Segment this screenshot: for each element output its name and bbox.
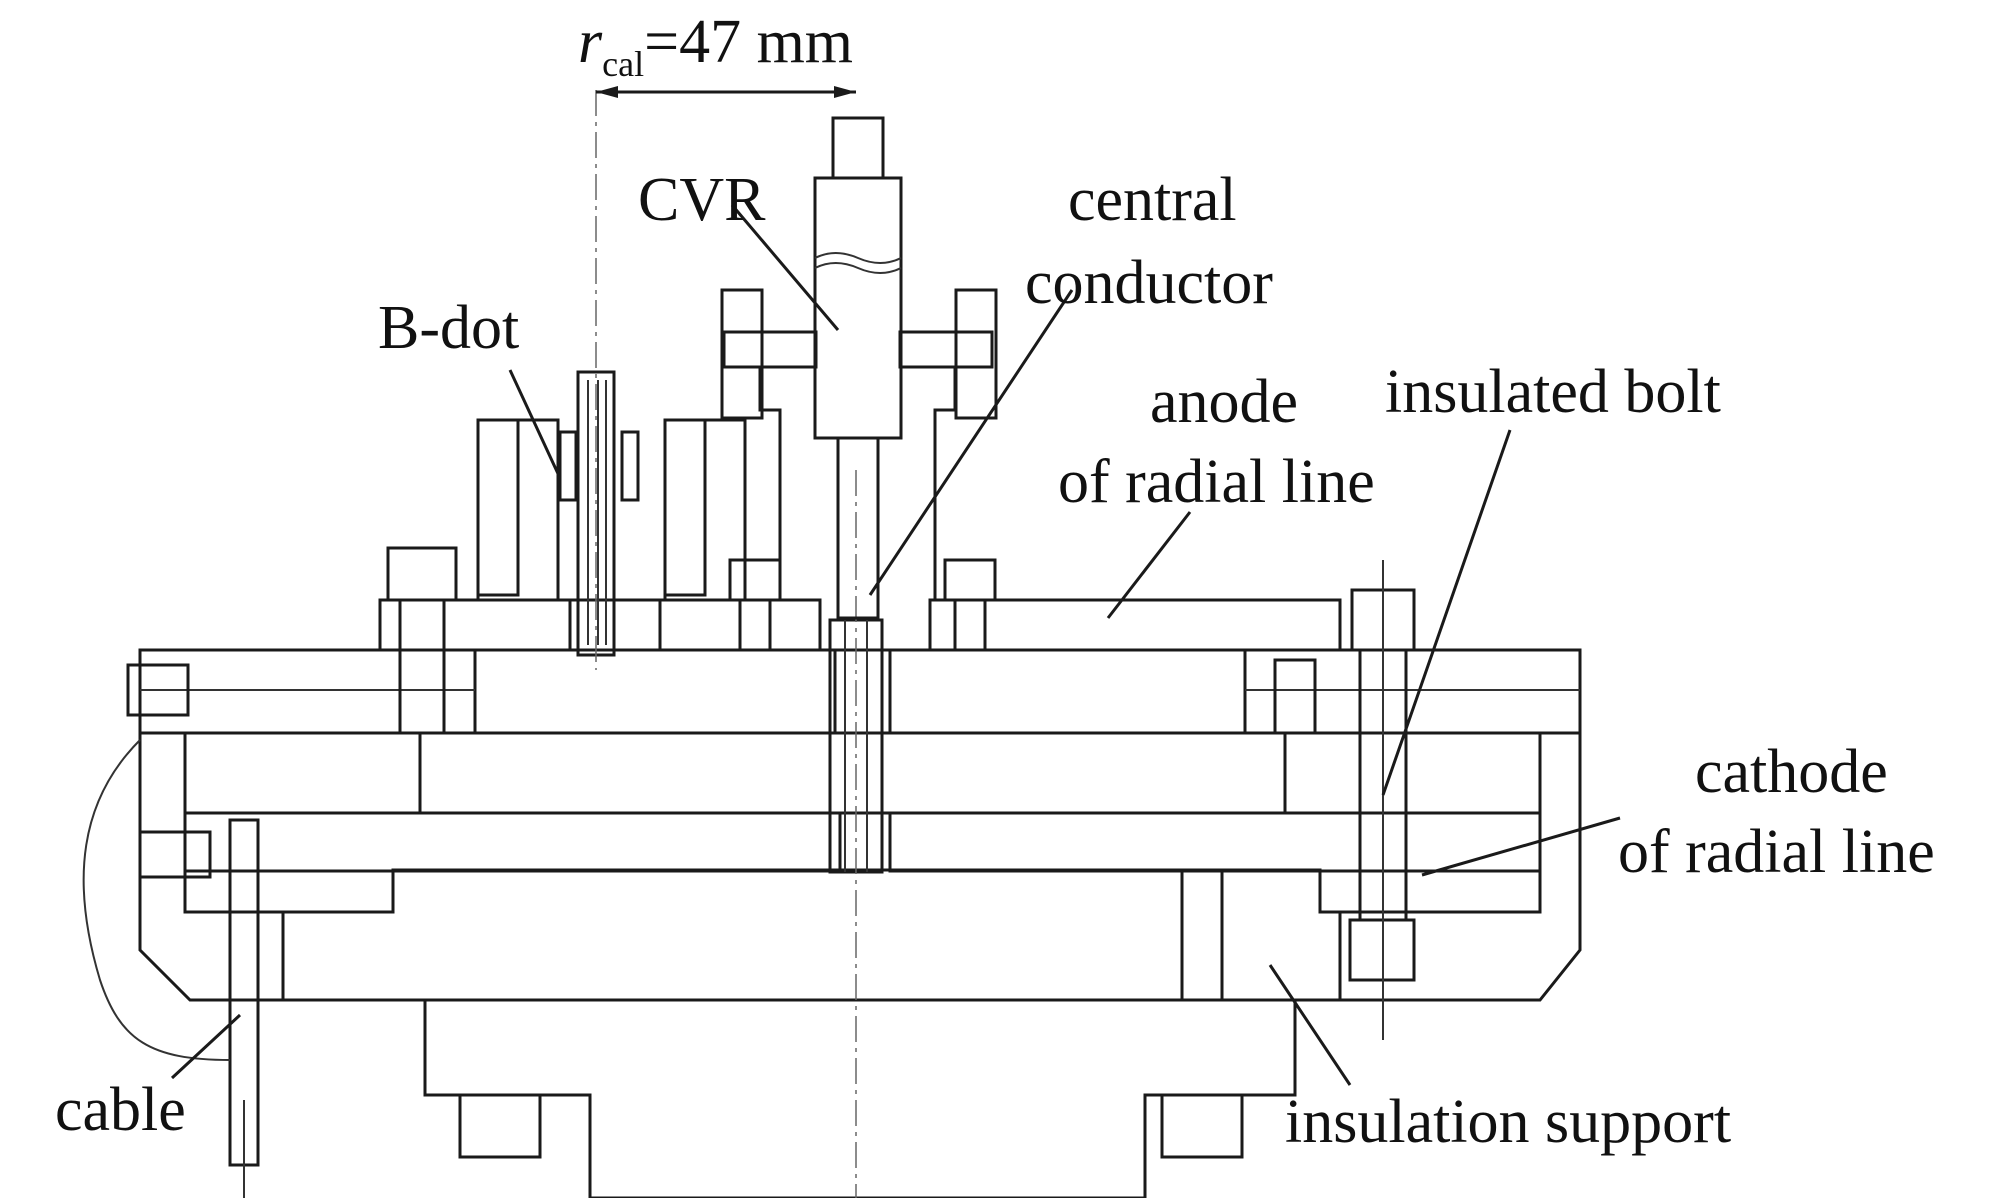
central-conductor-shape	[828, 470, 884, 1198]
cvr-label: CVR	[638, 166, 766, 234]
insulated-bolt-label: insulated bolt	[1385, 358, 1721, 426]
cathode-label-2: of radial line	[1618, 818, 1935, 886]
anode-label-1: anode	[1150, 368, 1298, 436]
cvr-probe	[720, 116, 998, 620]
b-dot-label: B-dot	[378, 294, 519, 362]
b-dot-assembly	[476, 90, 747, 670]
cathode-label-1: cathode	[1695, 738, 1888, 806]
anode-plate	[138, 598, 1582, 735]
central-conductor-label-1: central	[1068, 166, 1237, 234]
cable-label: cable	[55, 1076, 186, 1144]
rcal-label: rcal=47 mm	[578, 8, 853, 84]
leader-lines	[170, 204, 1621, 1086]
insulated-bolt-shape	[1348, 560, 1416, 1040]
anode-label-2: of radial line	[1058, 448, 1375, 516]
rcal-dimension	[596, 86, 856, 98]
central-conductor-label-2: conductor	[1025, 249, 1273, 317]
bolts	[126, 546, 1317, 1159]
cable-shape	[82, 739, 260, 1198]
insulation-support-label: insulation support	[1285, 1088, 1731, 1156]
cathode-body	[138, 731, 1582, 1002]
